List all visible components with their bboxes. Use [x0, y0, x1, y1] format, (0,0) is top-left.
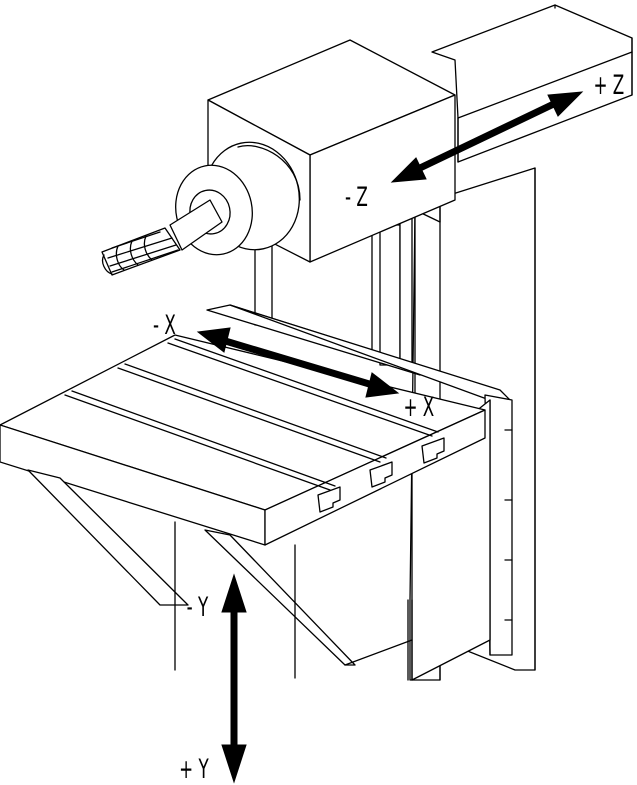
- y-axis-arrow: [221, 573, 247, 784]
- plus-y-label: + Y: [179, 754, 209, 785]
- x-axis-arrow: [196, 327, 400, 398]
- z-axis-arrow: [390, 91, 584, 183]
- minus-z-label: - Z: [345, 182, 368, 213]
- minus-y-label: - Y: [187, 592, 209, 623]
- spindle-tool: [101, 141, 301, 276]
- t-slot-table: [0, 334, 491, 681]
- plus-x-label: + X: [403, 392, 434, 423]
- table-supports: [27, 469, 413, 681]
- plus-z-label: + Z: [593, 70, 624, 101]
- minus-x-label: - X: [153, 310, 176, 341]
- ram-arm: [431, 4, 633, 163]
